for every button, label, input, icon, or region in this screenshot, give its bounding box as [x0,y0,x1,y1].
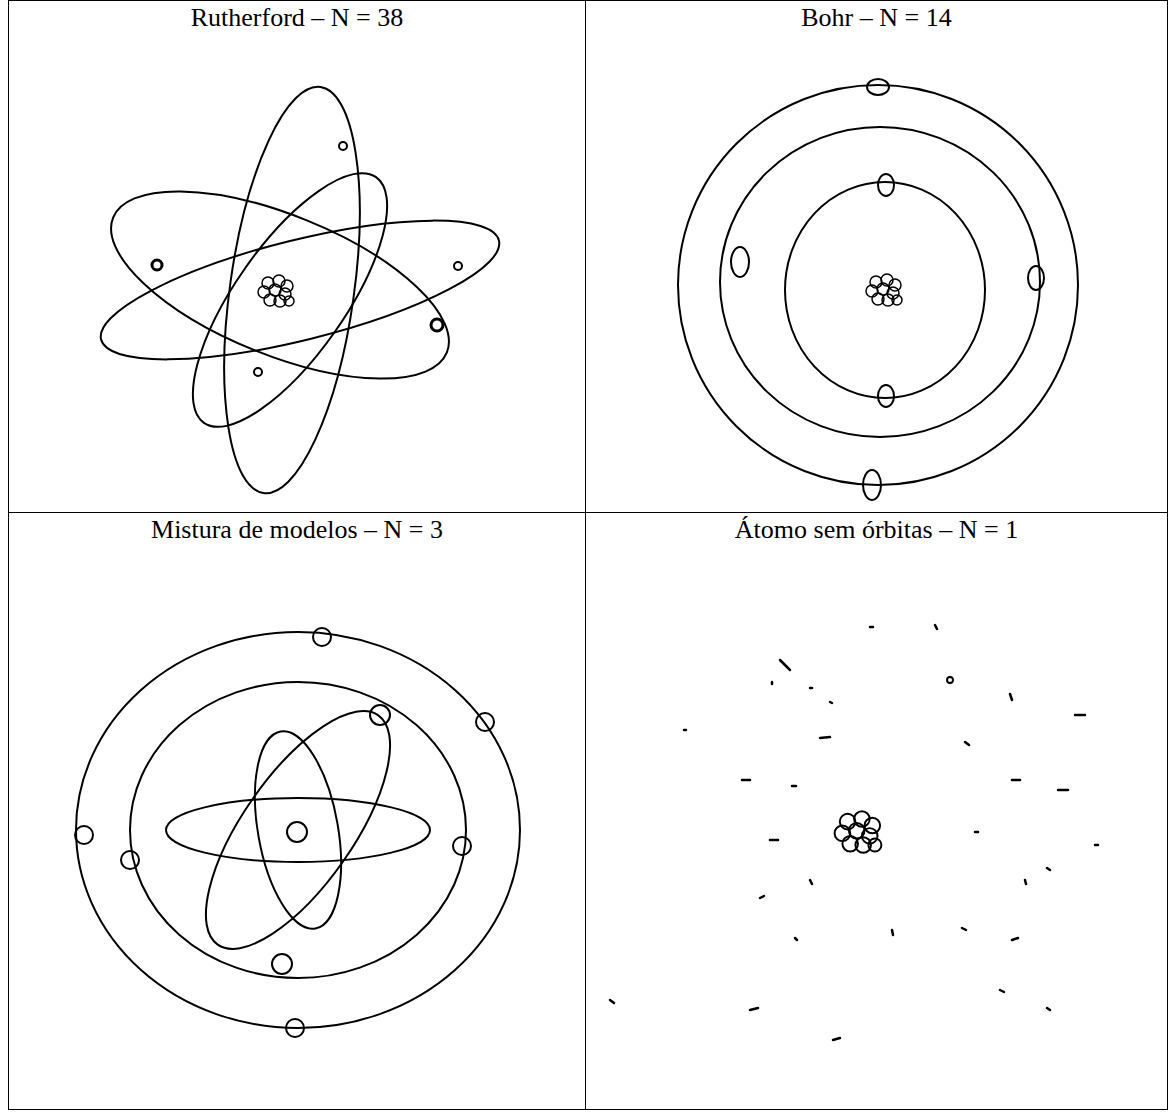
table-cell: Bohr – N = 14 [585,0,1168,513]
cell-heading: Mistura de modelos – N = 3 [147,515,447,544]
table-cell: Rutherford – N = 38 [8,0,586,513]
cell-heading: Átomo sem órbitas – N = 1 [731,515,1022,544]
table-cell: Mistura de modelos – N = 3 [8,512,586,1110]
rutherford-atom [87,78,511,501]
table-cell: Átomo sem órbitas – N = 1 [585,512,1168,1110]
bohr-atom [678,79,1078,500]
cell-heading: Rutherford – N = 38 [187,3,408,32]
orbitless-atom [610,625,1098,1040]
cell-heading: Bohr – N = 14 [797,3,955,32]
mixed-model-atom [75,628,520,1037]
